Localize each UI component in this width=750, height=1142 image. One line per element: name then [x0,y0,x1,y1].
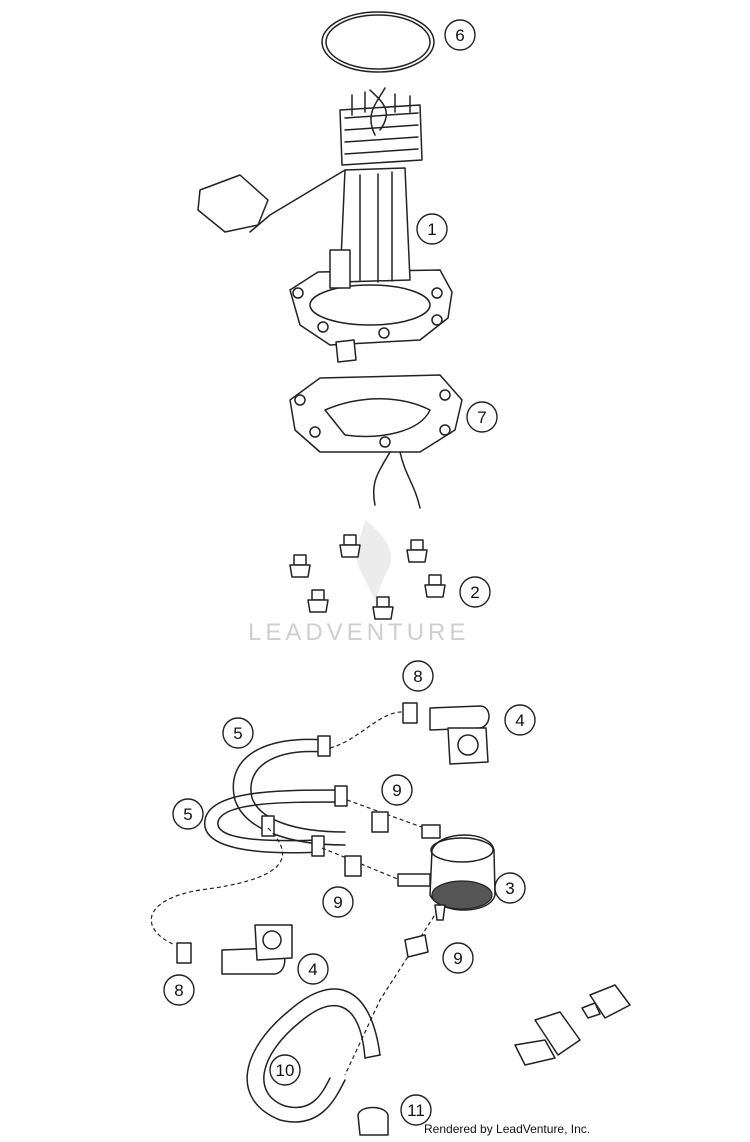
hose-clamp-part[interactable] [344,855,362,877]
callout-1: 1 [416,213,448,245]
svg-text:1: 1 [427,220,436,239]
clamp-part[interactable] [402,702,418,724]
callout-8: 8 [163,974,195,1006]
svg-text:4: 4 [308,960,317,979]
svg-text:11: 11 [407,1101,425,1120]
callout-7: 7 [466,401,498,433]
svg-text:2: 2 [470,583,479,602]
callout-5: 5 [172,798,204,830]
hose-clamp-part[interactable] [404,934,429,958]
callout-11: 11 [400,1094,432,1126]
watermark-logo-icon [356,520,392,600]
callout-6: 6 [444,19,476,51]
callout-8: 8 [402,660,434,692]
fuel-hose-part[interactable] [204,735,348,857]
callout-9: 9 [442,942,474,974]
corrugated-hose-part[interactable] [246,988,381,1123]
watermark: LEADVENTURE [248,520,469,646]
svg-text:7: 7 [477,408,486,427]
callout-9: 9 [381,774,413,806]
svg-text:5: 5 [233,724,242,743]
small-clamp-part[interactable] [357,1106,389,1136]
quick-connector-part[interactable] [221,924,293,975]
callout-2: 2 [459,576,491,608]
callout-9: 9 [322,886,354,918]
svg-text:9: 9 [453,949,462,968]
hose-clamp-part[interactable] [371,811,389,833]
svg-text:6: 6 [455,26,464,45]
svg-text:5: 5 [183,805,192,824]
svg-text:8: 8 [413,667,422,686]
svg-text:9: 9 [333,893,342,912]
svg-text:8: 8 [174,981,183,1000]
clamp-part[interactable] [176,942,192,964]
fuel-pump-assembly-part[interactable] [197,87,453,363]
callout-5: 5 [222,717,254,749]
quick-connector-part[interactable] [429,705,490,765]
callout-4: 4 [297,953,329,985]
watermark-text: LEADVENTURE [248,619,469,646]
svg-text:4: 4 [515,711,524,730]
callout-3: 3 [494,872,526,904]
screws-part[interactable] [289,534,446,620]
fuel-filter-part[interactable] [397,824,496,921]
svg-text:9: 9 [392,781,401,800]
o-ring-part[interactable] [321,11,435,73]
callout-4: 4 [504,704,536,736]
svg-text:10: 10 [276,1061,295,1080]
gasket-part[interactable] [289,374,463,509]
svg-text:3: 3 [505,879,514,898]
callout-10: 10 [269,1054,301,1086]
fitting-part[interactable] [514,984,631,1066]
credit-text: Rendered by LeadVenture, Inc. [424,1122,591,1136]
